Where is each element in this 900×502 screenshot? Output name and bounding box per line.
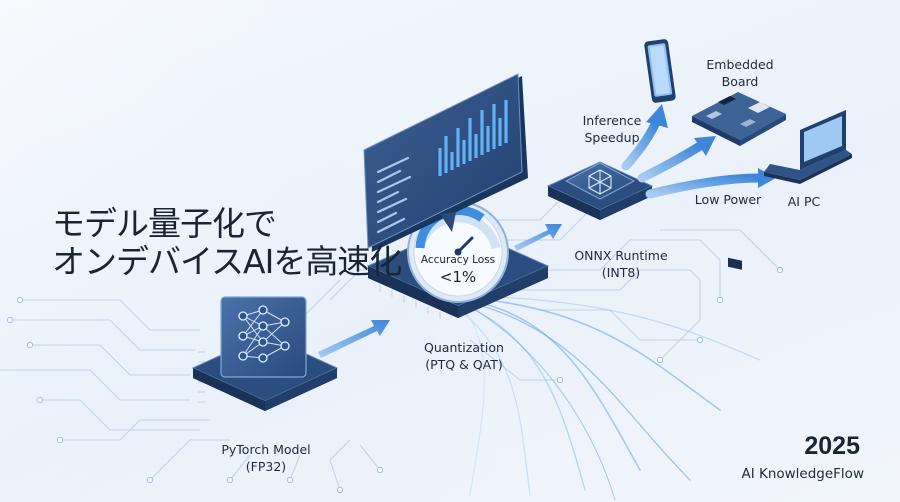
inference-line-1: Inference: [582, 113, 642, 128]
quantization-detail: (PTQ & QAT): [425, 357, 503, 372]
inference-line-2: Speedup: [584, 130, 640, 145]
inference-speedup-label: Inference Speedup: [574, 112, 650, 146]
circuit-board-icon: [692, 92, 786, 270]
embedded-board-label: Embedded Board: [700, 56, 780, 90]
footer-year: 2025: [804, 432, 860, 460]
pytorch-name: PyTorch Model: [221, 442, 311, 457]
pytorch-label: PyTorch Model (FP32): [206, 441, 326, 475]
embedded-line-2: Board: [721, 74, 759, 89]
arrow-to-embedded: [637, 141, 705, 183]
arrow-to-quantization: [318, 320, 390, 358]
neural-network-icon: [238, 305, 290, 363]
onnx-label: ONNX Runtime (INT8): [566, 247, 676, 281]
laptop-icon: [764, 110, 852, 184]
arrow-inference-speedup: [621, 117, 661, 171]
onnx-detail: (INT8): [601, 265, 641, 280]
low-power-label: Low Power: [694, 192, 762, 207]
smartphone-icon: [644, 39, 676, 103]
geodesic-sphere-icon: [588, 169, 612, 195]
accuracy-gauge: [407, 201, 509, 303]
embedded-line-1: Embedded: [706, 57, 774, 72]
arrow-low-power: [645, 173, 765, 199]
arrow-to-onnx: [514, 224, 562, 251]
quantization-label: Quantization (PTQ & QAT): [408, 339, 520, 373]
analytics-panel: [363, 73, 528, 252]
onnx-name: ONNX Runtime: [574, 248, 668, 263]
headline-line-2: オンデバイスAIを高速化: [52, 242, 402, 281]
circuit-nodes: [6, 266, 784, 494]
circuit-traces: [0, 179, 781, 491]
gauge-label: Accuracy Loss: [420, 254, 496, 266]
pytorch-detail: (FP32): [245, 459, 287, 474]
footer-brand: AI KnowledgeFlow: [741, 466, 864, 482]
quantization-name: Quantization: [424, 340, 504, 355]
headline-line-1: モデル量子化で: [52, 204, 277, 243]
gauge-value: <1%: [439, 268, 477, 286]
ai-pc-label: AI PC: [787, 194, 821, 209]
